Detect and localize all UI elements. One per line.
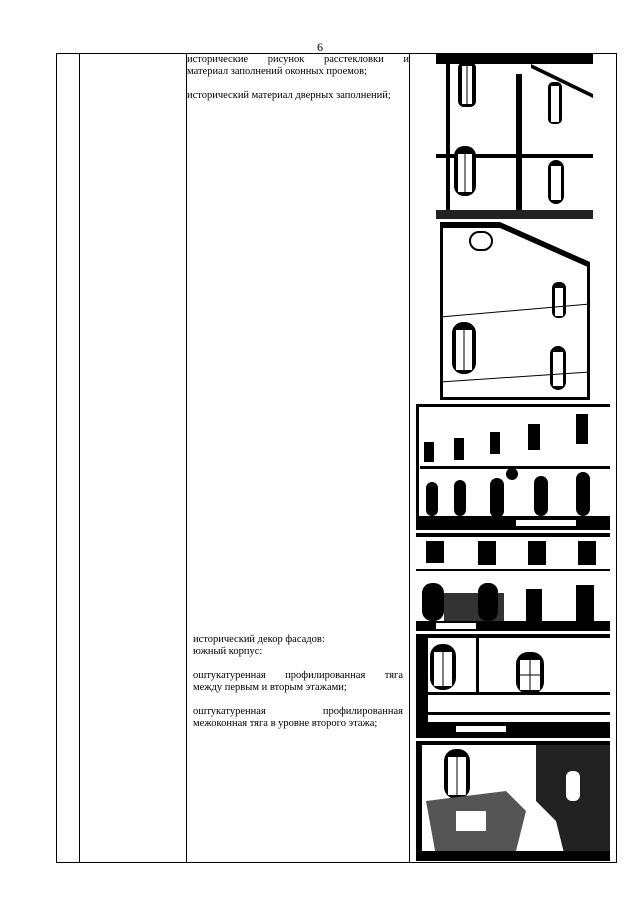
decor-subheading: южный корпус: (193, 646, 263, 657)
decor-item-1-line-2: между первым и вторым этажами; (193, 682, 347, 693)
photo-facade-belt-course (416, 634, 610, 738)
document-table: исторические рисунок расстекловки и мате… (56, 53, 617, 863)
doors-text: исторический материал дверных заполнений… (187, 90, 391, 101)
decor-item-1-line-1: оштукатуренная профилированная тяга (193, 670, 403, 681)
table-cell-description: исторические рисунок расстекловки и мате… (186, 53, 410, 863)
page-number: 6 (317, 40, 323, 54)
photo-facade-windows-corner (436, 54, 593, 219)
decor-item-2-line-1: оштукатуренная профилированная (193, 706, 403, 717)
photo-facade-ruined-wall (416, 741, 610, 861)
table-cell-photos (409, 53, 617, 863)
photo-facade-arched-windows (440, 222, 590, 400)
photo-building-facade-2 (416, 533, 610, 631)
table-cell-name (79, 53, 187, 863)
decor-item-2-line-2: межоконная тяга в уровне второго этажа; (193, 718, 378, 729)
windows-text-line-2: материал заполнений оконных проемов; (187, 66, 368, 77)
photo-building-facade-1 (416, 404, 610, 530)
windows-text-line-1: исторические рисунок расстекловки и (187, 54, 409, 65)
table-cell-number (56, 53, 80, 863)
decor-section: исторический декор фасадов: южный корпус… (193, 634, 403, 730)
decor-heading: исторический декор фасадов: (193, 634, 325, 645)
